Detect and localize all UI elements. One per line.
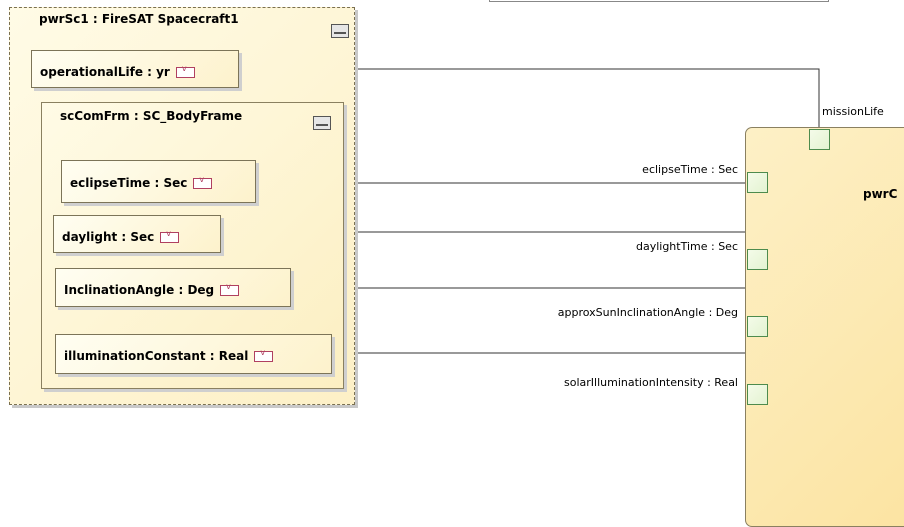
part-title: pwrC — [863, 187, 898, 201]
port-approx-sun-inclination[interactable] — [747, 316, 768, 337]
value-property-icon — [254, 348, 274, 362]
value-operational-life[interactable]: operationalLife : yr — [31, 50, 239, 88]
value-illumination-constant[interactable]: illuminationConstant : Real — [55, 334, 332, 374]
port-daylight-time[interactable] — [747, 249, 768, 270]
port-eclipse-time[interactable] — [747, 172, 768, 193]
value-inclination-angle[interactable]: InclinationAngle : Deg — [55, 268, 291, 307]
value-eclipse-time[interactable]: eclipseTime : Sec — [61, 160, 256, 203]
port-label-solar-illumination: solarIlluminationIntensity : Real — [564, 376, 738, 389]
part-title: scComFrm : SC_BodyFrame — [60, 109, 243, 123]
value-daylight[interactable]: daylight : Sec — [53, 215, 221, 253]
port-solar-illumination[interactable] — [747, 384, 768, 405]
value-label: eclipseTime : Sec — [70, 176, 188, 190]
port-label-eclipse-time: eclipseTime : Sec — [642, 163, 738, 176]
value-property-icon — [175, 64, 195, 78]
port-mission-life[interactable] — [809, 129, 830, 150]
value-label: daylight : Sec — [62, 230, 155, 244]
connector-mission-life — [240, 68, 820, 129]
value-property-icon — [160, 229, 180, 243]
value-label: illuminationConstant : Real — [64, 349, 249, 363]
value-property-icon — [193, 175, 213, 189]
part-title: pwrSc1 : FireSAT Spacecraft1 — [39, 12, 239, 26]
value-property-icon — [220, 282, 240, 296]
port-label-daylight-time: daylightTime : Sec — [635, 240, 738, 253]
port-label-approx-sun-inclination: approxSunInclinationAngle : Deg — [557, 306, 738, 319]
value-label: InclinationAngle : Deg — [64, 283, 215, 297]
top-element-fragment[interactable] — [489, 0, 829, 2]
collapse-icon[interactable] — [313, 116, 331, 130]
value-label: operationalLife : yr — [40, 65, 170, 79]
port-label-mission-life: missionLife — [822, 105, 884, 118]
part-pwrC[interactable]: pwrC — [745, 127, 904, 527]
collapse-icon[interactable] — [331, 24, 349, 38]
